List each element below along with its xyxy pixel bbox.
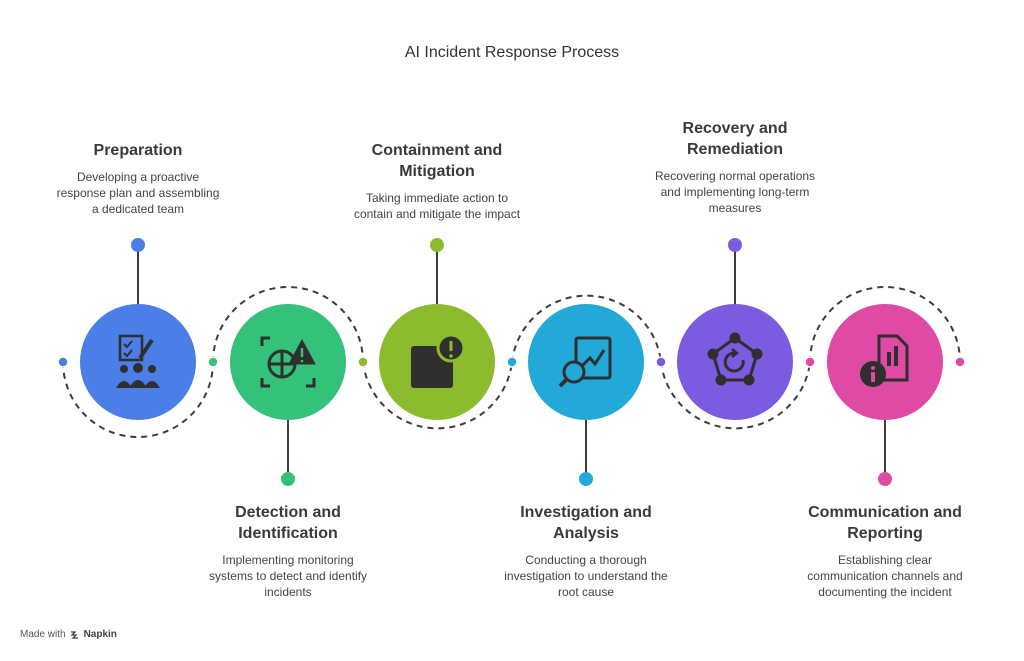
stem-dot <box>579 472 593 486</box>
junction-dot <box>954 356 966 368</box>
stage-description: Conducting a thorough investigation to u… <box>504 553 668 599</box>
stem-dot <box>281 472 295 486</box>
stage-description: Taking immediate action to contain and m… <box>353 191 521 221</box>
stem-dot <box>878 472 892 486</box>
stage-containment: Containment and Mitigation Taking immedi… <box>332 140 542 222</box>
stage-communication: Communication and Reporting Establishing… <box>780 502 990 600</box>
footer-credit: Made with Napkin <box>20 629 117 640</box>
stage-recovery: Recovery and Remediation Recovering norm… <box>630 118 840 216</box>
report-info-icon <box>860 334 909 387</box>
diagram-title: AI Incident Response Process <box>404 44 620 61</box>
scan-alert-icon <box>260 336 316 388</box>
junction-dot <box>357 356 369 368</box>
junction-dot <box>207 356 219 368</box>
stage-circle-detection <box>230 304 346 420</box>
junction-dot <box>506 356 518 368</box>
stage-circle-preparation <box>80 304 196 420</box>
stage-heading: Preparation <box>93 142 183 159</box>
stage-heading: Communication and Reporting <box>808 504 962 542</box>
junction-dot <box>804 356 816 368</box>
stem-dot <box>430 238 444 252</box>
stage-heading: Recovery and Remediation <box>682 120 788 158</box>
footer-made-with: Made with <box>20 629 66 640</box>
stage-heading: Investigation and Analysis <box>520 504 652 542</box>
stage-heading: Detection and Identification <box>235 504 341 542</box>
junction-dot <box>57 356 69 368</box>
connector-arc <box>212 286 364 363</box>
junction-dot <box>655 356 667 368</box>
stage-circle-communication <box>827 304 943 420</box>
stage-investigation: Investigation and Analysis Conducting a … <box>481 502 691 600</box>
magnify-chart-icon <box>558 336 612 388</box>
footer-brand[interactable]: Napkin <box>83 629 117 640</box>
stage-preparation: Preparation Developing a proactive respo… <box>33 140 243 217</box>
team-plan-icon <box>116 334 160 388</box>
napkin-logo-icon <box>70 630 78 639</box>
connector-arc <box>62 361 214 438</box>
stage-heading: Containment and Mitigation <box>371 142 503 180</box>
stage-circle-recovery <box>677 304 793 420</box>
stem-dot <box>728 238 742 252</box>
stage-description: Establishing clear communication channel… <box>807 553 963 599</box>
connector-arc <box>809 286 961 363</box>
stem-dot <box>131 238 145 252</box>
stage-detection: Detection and Identification Implementin… <box>183 502 393 600</box>
stage-description: Recovering normal operations and impleme… <box>654 169 816 215</box>
box-alert-icon <box>411 333 466 388</box>
network-refresh-icon <box>707 332 763 386</box>
stage-description: Developing a proactive response plan and… <box>56 170 220 216</box>
stage-description: Implementing monitoring systems to detec… <box>208 553 368 599</box>
